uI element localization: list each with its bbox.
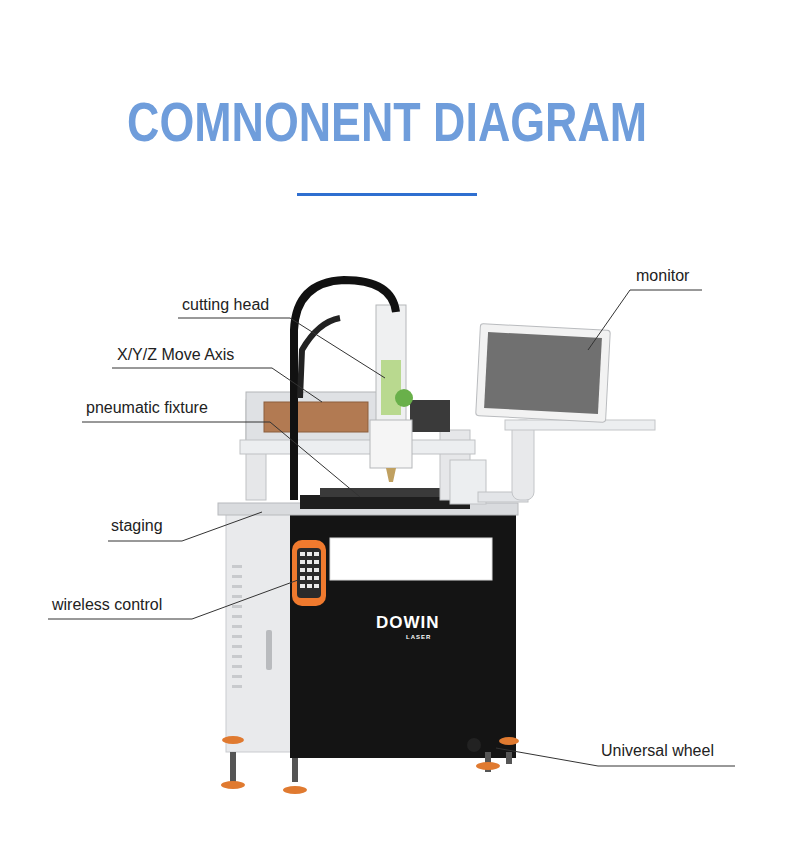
part-label: pneumatic fixture <box>86 398 208 418</box>
part-label: X/Y/Z Move Axis <box>117 345 234 365</box>
machine <box>218 280 655 794</box>
front-strip <box>330 538 492 580</box>
part-label: Universal wheel <box>601 741 714 761</box>
wireless-pendant <box>292 540 326 606</box>
side-panel <box>226 512 298 752</box>
monitor-arm <box>512 420 534 500</box>
y-axis-rail <box>240 440 475 454</box>
brand-logo: DOWIN <box>376 613 440 633</box>
cabinet-front <box>290 512 516 758</box>
title-underline <box>297 193 477 196</box>
leader-lines <box>48 290 735 766</box>
brand-subtitle: LASER <box>406 633 431 642</box>
part-label: wireless control <box>52 595 162 615</box>
title: COMNONENT DIAGRAM <box>127 90 647 154</box>
monitor <box>476 324 611 423</box>
x-axis-beam <box>246 392 386 442</box>
part-label: monitor <box>636 266 689 286</box>
part-label: cutting head <box>182 295 269 315</box>
part-label: staging <box>111 516 163 536</box>
cable <box>294 280 396 500</box>
